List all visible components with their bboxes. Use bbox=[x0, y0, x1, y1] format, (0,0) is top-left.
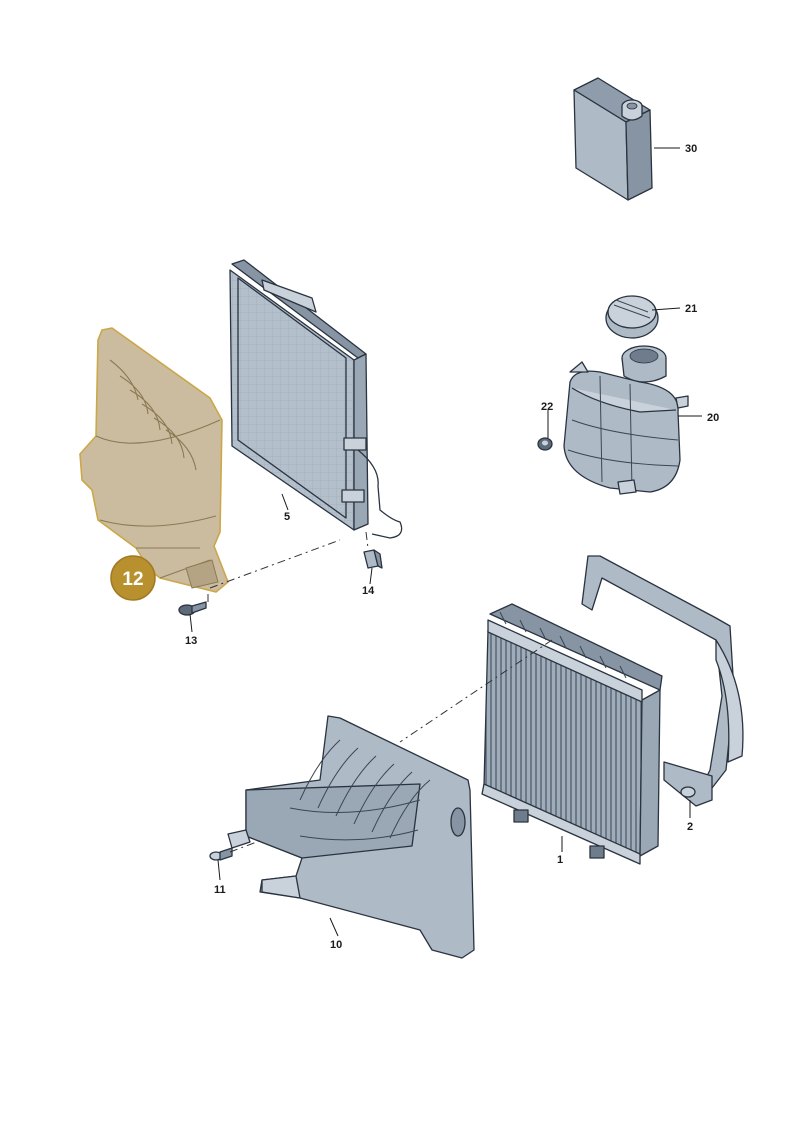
callout-1: 1 bbox=[557, 854, 563, 866]
clip-icon[interactable] bbox=[363, 549, 383, 569]
radiator-frame-icon[interactable] bbox=[581, 555, 744, 807]
callout-22: 22 bbox=[541, 401, 553, 413]
callout-labels: 30 21 22 20 5 14 13 2 1 11 10 bbox=[185, 143, 719, 951]
badge-number: 12 bbox=[122, 569, 143, 590]
air-duct-icon[interactable] bbox=[227, 715, 475, 959]
callout-20: 20 bbox=[707, 412, 719, 424]
callout-11: 11 bbox=[214, 884, 226, 896]
condenser-icon[interactable] bbox=[229, 259, 403, 539]
highlight-badge[interactable]: 12 bbox=[110, 555, 156, 601]
callout-30: 30 bbox=[685, 143, 697, 155]
callout-10: 10 bbox=[330, 939, 342, 951]
air-duct-icon[interactable] bbox=[79, 327, 229, 593]
callout-21: 21 bbox=[685, 303, 697, 315]
nut-icon[interactable] bbox=[537, 437, 553, 451]
coolant-bottle-icon[interactable] bbox=[573, 77, 653, 201]
expansion-tank-icon[interactable] bbox=[563, 345, 689, 495]
callout-5: 5 bbox=[284, 511, 290, 523]
callout-13: 13 bbox=[185, 635, 197, 647]
reservoir-cap-icon[interactable] bbox=[605, 295, 659, 339]
bolt-icon[interactable] bbox=[178, 601, 207, 616]
push-rivet-icon[interactable] bbox=[209, 847, 233, 861]
radiator-icon[interactable] bbox=[481, 603, 663, 865]
callout-14: 14 bbox=[362, 585, 375, 597]
alignment-lines bbox=[207, 531, 553, 853]
leader-lines bbox=[189, 147, 702, 937]
callout-2: 2 bbox=[687, 821, 693, 833]
